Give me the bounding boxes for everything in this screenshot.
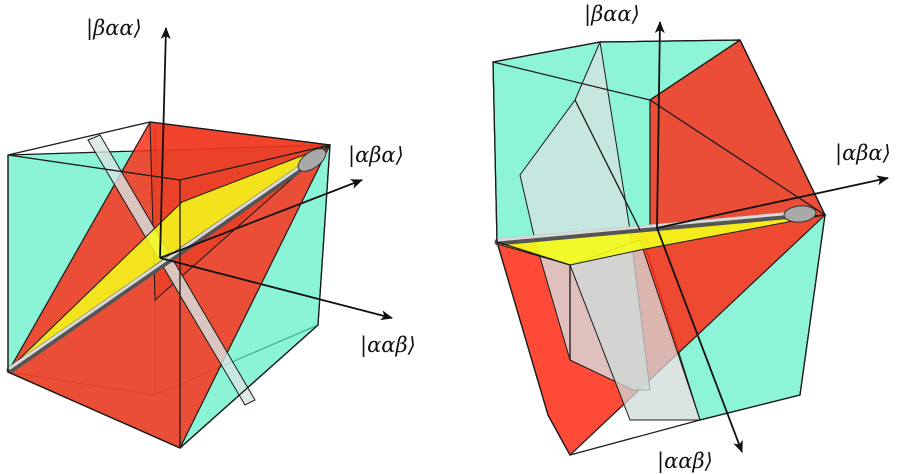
right-rod-tip — [783, 205, 817, 223]
left-axis-alpha-alpha-beta — [159, 257, 393, 321]
right-label-alpha-beta-alpha: |αβα⟩ — [835, 141, 891, 166]
right-cube-diagram: |βαα⟩ |αβα⟩ |ααβ⟩ — [492, 2, 891, 474]
right-axis-alpha-alpha-beta — [656, 227, 743, 453]
right-label-alpha-alpha-beta: |ααβ⟩ — [657, 449, 713, 474]
left-grey-plane — [87, 134, 256, 406]
left-label-beta-alpha-alpha: |βαα⟩ — [86, 16, 142, 41]
left-axis-beta-alpha-alpha — [159, 27, 171, 259]
left-label-alpha-alpha-beta: |ααβ⟩ — [360, 333, 416, 358]
right-label-beta-alpha-alpha: |βαα⟩ — [584, 2, 640, 27]
left-cube-diagram: |βαα⟩ |αβα⟩ |ααβ⟩ — [6, 16, 416, 449]
right-axis-beta-alpha-alpha — [654, 21, 665, 229]
right-rod-highlight — [496, 210, 807, 242]
left-rod-tip — [297, 148, 327, 172]
left-rod — [6, 151, 324, 374]
right-cube-edges — [492, 39, 826, 456]
left-cube-front-edges — [7, 121, 331, 449]
left-label-alpha-beta-alpha: |αβα⟩ — [348, 143, 404, 168]
right-rod — [494, 210, 809, 246]
left-axis-alpha-beta-alpha — [159, 179, 363, 259]
left-rod-highlight — [8, 151, 322, 370]
right-axis-alpha-beta-alpha — [656, 175, 889, 229]
